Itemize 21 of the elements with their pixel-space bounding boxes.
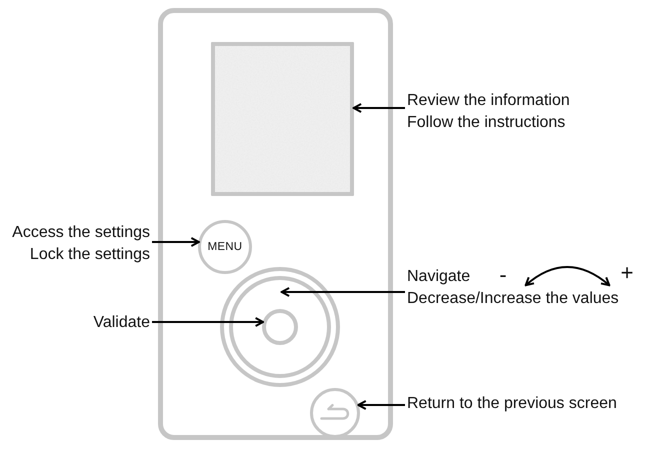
navigation-wheel bbox=[220, 267, 340, 387]
annotation-text: Lock the settings bbox=[30, 245, 150, 265]
annotation-text: Review the information bbox=[407, 91, 570, 111]
device-body bbox=[158, 8, 393, 440]
display-screen bbox=[211, 42, 354, 196]
back-button bbox=[310, 388, 360, 438]
menu-button: MENU bbox=[198, 220, 252, 274]
plus-sign: + bbox=[620, 262, 634, 284]
annotation-text: Validate bbox=[93, 313, 150, 333]
annotation-text: Decrease/Increase the values bbox=[407, 289, 619, 309]
annotation-text: Follow the instructions bbox=[407, 113, 566, 133]
annotation-text: Access the settings bbox=[12, 223, 150, 243]
arrow bbox=[152, 237, 200, 247]
annotation-text: Return to the previous screen bbox=[407, 394, 617, 414]
minus-sign: - bbox=[499, 264, 507, 286]
center-button bbox=[262, 309, 298, 345]
arrow bbox=[357, 400, 405, 410]
arrow bbox=[280, 287, 405, 297]
annotation-text: Navigate bbox=[407, 267, 470, 287]
arrow bbox=[352, 103, 405, 113]
arrow bbox=[152, 317, 264, 327]
